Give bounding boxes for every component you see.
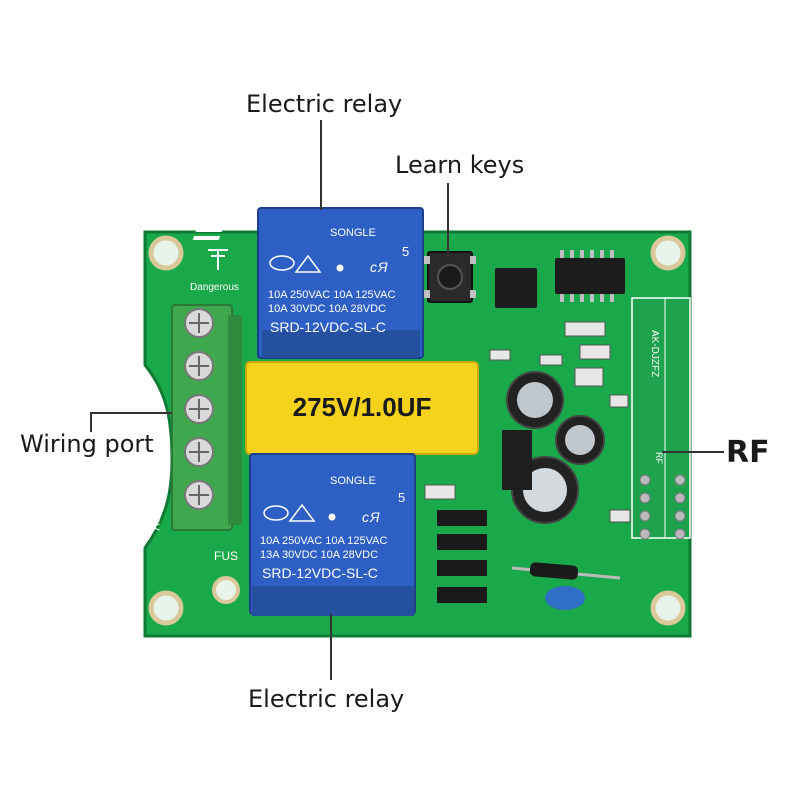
label-learn-keys: Learn keys <box>395 151 525 179</box>
relay-top-coil: 5 <box>402 244 409 259</box>
antenna-icon <box>208 249 228 270</box>
leader-top-relay <box>320 120 322 210</box>
silk-fus: FUS <box>214 549 238 563</box>
relay-top: SONGLE 5 c Я 10A 250VAC 10A 125VAC 10A 3… <box>192 207 424 359</box>
terminal-block <box>171 304 242 531</box>
electrolytic-capacitors <box>502 371 605 524</box>
relay-top-brand: SONGLE <box>330 227 376 239</box>
label-electric-relay-bottom: Electric relay <box>248 685 405 713</box>
relay-bottom-model: SRD-12VDC-SL-C <box>262 565 378 581</box>
capacitor-film: 275V/1.0UF <box>245 361 479 455</box>
leader-learn-keys <box>447 183 449 257</box>
relay-bottom-rating1: 10A 250VAC 10A 125VAC <box>260 535 387 547</box>
relay-top-model: SRD-12VDC-SL-C <box>270 319 386 335</box>
svg-text:Я: Я <box>369 509 380 525</box>
relay-top-rating1: 10A 250VAC 10A 125VAC <box>268 289 395 301</box>
relay-top-rating2: 10A 30VDC 10A 28VDC <box>268 303 386 315</box>
relay-bottom-coil: 5 <box>398 490 405 505</box>
diodes <box>437 510 621 610</box>
silk-dangerous: Dangerous <box>190 282 239 293</box>
leader-wiring-port-h <box>90 412 172 414</box>
ic-chips <box>495 250 625 308</box>
label-electric-relay-top: Electric relay <box>246 90 403 118</box>
silk-rf-module: AK-DJZFZ <box>649 330 660 377</box>
leader-wiring-port-v <box>90 412 92 432</box>
svg-text:Я: Я <box>377 259 388 275</box>
relay-bottom-brand: SONGLE <box>330 475 376 487</box>
capacitor-label: 275V/1.0UF <box>293 392 432 422</box>
rf-module <box>631 297 691 540</box>
label-rf: RF <box>726 435 770 470</box>
leader-bottom-relay <box>330 614 332 680</box>
svg-text:c: c <box>370 259 377 275</box>
silk-rf-tag: RF <box>654 452 664 464</box>
smd-components <box>424 321 631 523</box>
silk-voltage: 220V <box>149 505 161 531</box>
mounting-holes <box>148 235 686 626</box>
relay-bottom-rating2: 13A 30VDC 10A 28VDC <box>260 549 378 561</box>
leader-rf <box>662 451 724 453</box>
svg-text:c: c <box>362 509 369 525</box>
relay-bottom: SONGLE 5 c Я 10A 250VAC 10A 125VAC 13A 3… <box>102 453 416 616</box>
label-wiring-port: Wiring port <box>20 430 154 458</box>
learn-key-button <box>424 251 476 303</box>
